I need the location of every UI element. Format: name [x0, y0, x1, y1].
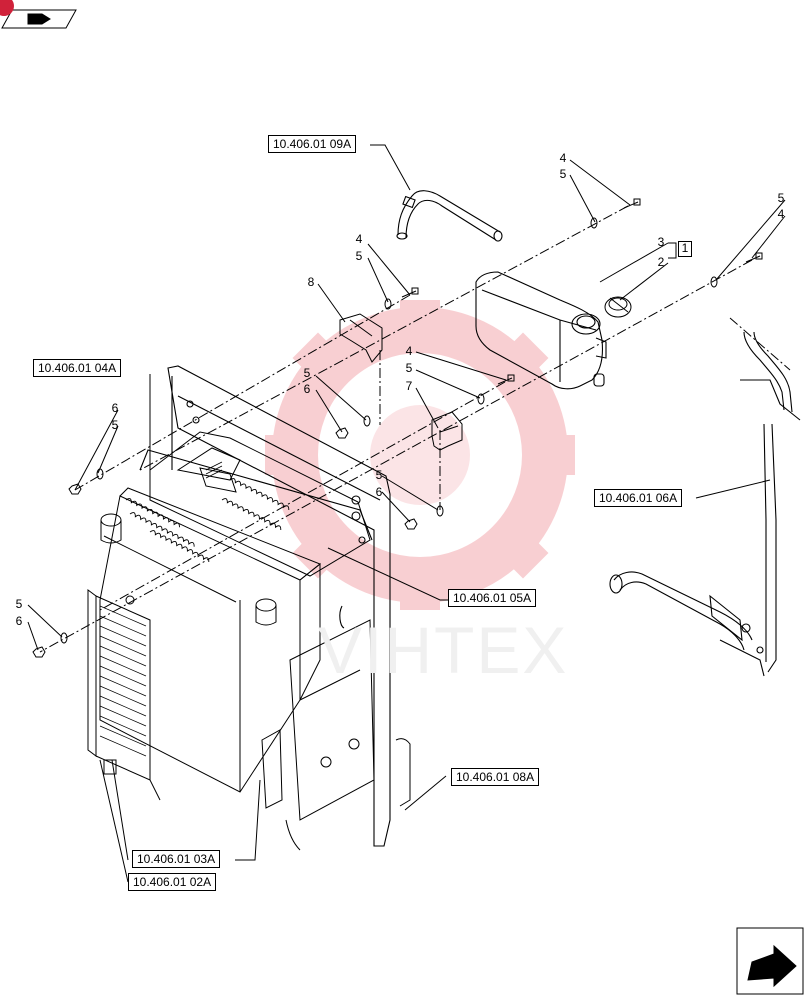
- next-page-button[interactable]: [736, 926, 804, 994]
- alignment-lines: [39, 205, 791, 653]
- callout-6: 6: [375, 485, 383, 499]
- callout-4: 4: [559, 151, 567, 165]
- previous-page-button[interactable]: [6, 6, 76, 30]
- kit-box-1: 1: [678, 241, 692, 257]
- callout-5: 5: [559, 167, 567, 181]
- page-back-icon: [1, 9, 77, 29]
- radiator-frame: [139, 365, 391, 847]
- ref-link-08A[interactable]: 10.406.01 08A: [451, 768, 540, 786]
- radiator-core: [99, 487, 321, 793]
- bracket-7: [431, 411, 463, 451]
- coolant-hose-upper: [396, 190, 503, 242]
- page-forward-icon: [736, 927, 804, 995]
- filler-cap: [604, 296, 632, 318]
- ref-link-09A[interactable]: 10.406.01 09A: [268, 135, 357, 153]
- callout-3: 3: [657, 235, 665, 249]
- callout-6: 6: [15, 614, 23, 628]
- callout-4: 4: [355, 232, 363, 246]
- washers: [60, 217, 718, 644]
- callout-8: 8: [307, 275, 315, 289]
- callout-2: 2: [657, 255, 665, 269]
- callout-6: 6: [303, 382, 311, 396]
- callout-5: 5: [405, 361, 413, 375]
- badge-icon: [0, 0, 14, 16]
- expansion-tank: [475, 271, 607, 390]
- watermark-text: VIHTEX: [318, 613, 569, 687]
- ref-link-02A[interactable]: 10.406.01 02A: [128, 873, 217, 891]
- oil-cooler: [87, 589, 161, 801]
- callout-6: 6: [111, 401, 119, 415]
- ref-link-03A[interactable]: 10.406.01 03A: [132, 850, 221, 868]
- coolant-pipe-right: [609, 331, 801, 677]
- bracket-8: [339, 313, 383, 363]
- radiator-fins: [125, 478, 290, 562]
- callout-5: 5: [303, 366, 311, 380]
- callout-7: 7: [405, 379, 413, 393]
- callout-5: 5: [15, 597, 23, 611]
- fan-shroud: [149, 431, 371, 577]
- leader-lines: [27, 144, 786, 883]
- callout-5: 5: [777, 191, 785, 205]
- lower-supports: [261, 619, 411, 851]
- nuts: [32, 427, 418, 658]
- ref-link-04A[interactable]: 10.406.01 04A: [33, 359, 122, 377]
- ref-link-05A[interactable]: 10.406.01 05A: [448, 589, 537, 607]
- callout-5: 5: [375, 468, 383, 482]
- callout-5: 5: [355, 249, 363, 263]
- callout-5: 5: [111, 418, 119, 432]
- watermark-gear-icon: [265, 300, 575, 610]
- callout-4: 4: [777, 207, 785, 221]
- bolts: [401, 198, 763, 385]
- ref-link-06A[interactable]: 10.406.01 06A: [594, 489, 683, 507]
- callout-4: 4: [405, 344, 413, 358]
- filler-necks: [100, 513, 277, 626]
